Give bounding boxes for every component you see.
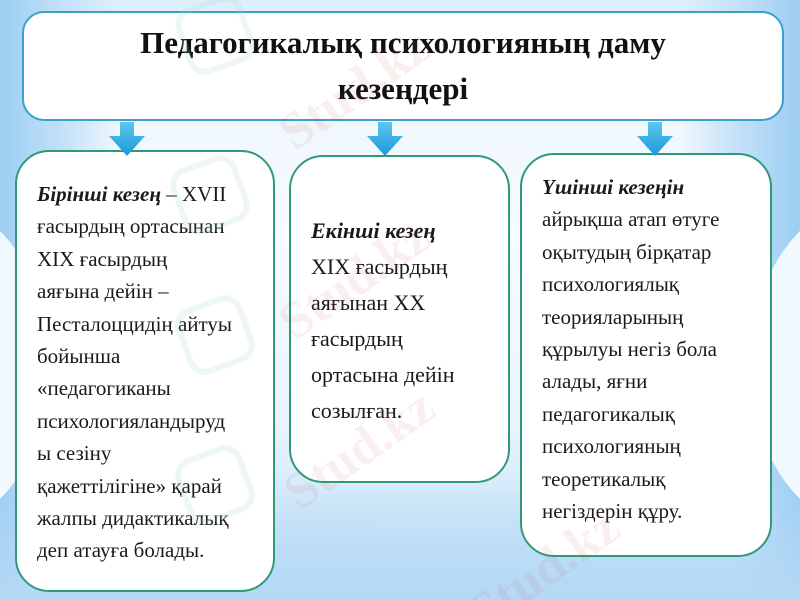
stage-3-line: құрылуы негіз бола [542, 337, 717, 362]
title-box: Педагогикалық психологияның даму кезеңде… [22, 11, 784, 121]
stage-2-line: созылған. [311, 398, 403, 423]
stage-card-second: Екінші кезең XIX ғасырдың аяғынан XX ғас… [289, 155, 510, 483]
title-line-2: кезеңдері [337, 71, 469, 106]
stage-1-line: қажеттілігіне» қарай [37, 473, 222, 498]
stage-1-line: «педагогиканы [37, 376, 171, 401]
stage-1-line: психологияландыруд [37, 408, 226, 433]
stage-1-line: деп атауға болады. [37, 538, 205, 563]
stage-2-line: ғасырдың [311, 326, 403, 351]
title-line-1: Педагогикалық психологияның даму [140, 25, 666, 60]
stage-card-first: Бірінші кезең – XVII ғасырдың ортасынан … [15, 150, 275, 592]
stage-3-heading: Үшінші кезеңін [542, 175, 685, 199]
stage-2-heading: Екінші кезең [311, 218, 436, 243]
down-arrow-icon [109, 122, 145, 156]
stage-3-line: педагогикалық [542, 401, 675, 426]
diagram-title: Педагогикалық психологияның даму кезеңде… [83, 20, 723, 112]
stage-3-line: психологияның [542, 434, 681, 459]
stage-1-line: XIX ғасырдың [37, 246, 168, 271]
stage-card-third: Үшінші кезеңін айрықша атап өтуге оқытуд… [520, 153, 772, 557]
stage-1-line: жалпы дидактикалық [37, 506, 229, 531]
stage-3-line: айрықша атап өтуге [542, 207, 720, 232]
down-arrow-icon [367, 122, 403, 156]
stage-1-line: аяғына дейін – [37, 279, 169, 304]
stage-2-line: ортасына дейін [311, 362, 455, 387]
stage-1-line: бойынша [37, 344, 121, 369]
down-arrow-icon [637, 122, 673, 156]
stage-1-line: ы сезіну [37, 441, 112, 466]
stage-2-line: XIX ғасырдың [311, 254, 448, 279]
stage-1-line: ғасырдың ортасынан [37, 214, 225, 239]
stage-3-line: психологиялық [542, 272, 680, 297]
stage-3-line: негіздерін құру. [542, 499, 683, 524]
stage-3-line: теорияларының [542, 304, 684, 329]
stage-1-line-1: Бірінші кезең – XVII [37, 182, 227, 206]
stage-3-line: оқытудың бірқатар [542, 239, 712, 264]
stage-1-line: Песталоццидің айтуы [37, 311, 233, 336]
stage-1-heading: Бірінші кезең [37, 182, 161, 206]
stage-3-line: теоретикалық [542, 466, 666, 491]
stage-3-line: алады, яғни [542, 369, 648, 394]
stage-2-line: аяғынан XX [311, 290, 426, 315]
